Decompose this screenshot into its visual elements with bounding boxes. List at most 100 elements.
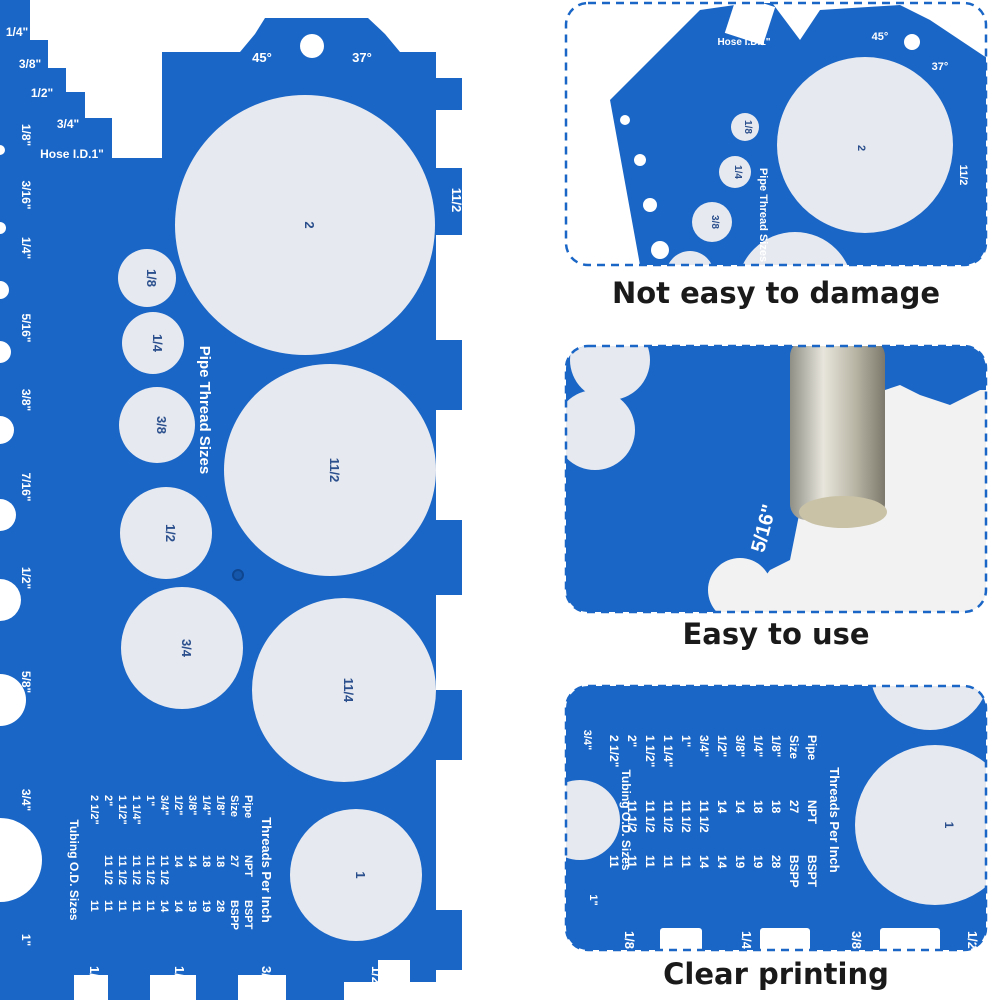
bspt-cell: BSPT [242,900,254,930]
npt-cell: 14 [172,855,184,868]
npt-cell: 11 1/2 [130,855,142,885]
hole-size-label: 1 [353,871,368,878]
bspt-cell: 14 [697,855,711,869]
hole-size-label: 1/4 [732,165,743,179]
npt-cell: 11 1/2 [661,800,675,833]
hole-size-label: 1/8 [144,269,159,287]
caption-durable: Not easy to damage [611,276,941,310]
npt-cell: 27 [228,855,240,867]
hose-size-label: 3/4" [57,117,79,131]
right-edge-size-label: 11/4 [449,448,464,473]
npt-cell: 18 [214,855,226,867]
bspt-cell: 28 [214,900,226,912]
bspt-cell: BSPT [805,855,819,888]
hole-1-1-4 [252,598,436,782]
hole-1 [290,809,422,941]
bspt-cell: 11 [625,855,639,868]
npt-cell: NPT [242,855,254,877]
hole-1-8 [118,249,176,307]
angle-37-label: 37° [352,50,372,65]
pipe-size-cell: Pipe [805,735,819,761]
hole-size-label: 3/8 [709,215,720,229]
bspt-cell: 11 [116,900,128,912]
bspt-cell: 11 [643,855,657,868]
pipe-size-cell: 2 1/2" [607,735,621,767]
left-edge-size-label: 3/4" [19,789,33,811]
pipe-size-cell: 1" [679,735,693,747]
bspt-cell: BSPP [228,900,240,930]
hole-size-label: 3/4 [179,639,194,658]
threads-per-inch-title: Threads Per Inch [259,817,274,923]
tubing-od-label: Tubing O.D. Sizes [619,769,633,870]
hole-2 [175,95,435,355]
pipe-size-cell: 2" [625,735,639,747]
bottom-size-label: 1/4 [172,966,187,985]
npt-cell: 18 [769,800,783,814]
hole-1-2 [120,487,212,579]
left-edge-size-label: 5/8" [19,671,33,693]
hole-size-label: 1 [942,822,956,829]
bspt-cell: 11 [88,900,100,912]
bspt-cell: 19 [751,855,765,869]
hole-size-label: 1/8 [742,120,753,134]
hole-size-label: 2 [855,145,867,151]
hole-size-label: 1/4 [150,334,165,353]
panel-easy-use: 5/16" [564,344,988,614]
bspt-cell: 11 [144,900,156,912]
pipe-size-cell: 2 1/2" [88,795,100,825]
tubing-od-label: Tubing O.D. Sizes [67,819,81,920]
bspt-cell: 14 [158,900,170,913]
pipe-size-cell: Size [787,735,801,759]
npt-cell: 11 1/2 [679,800,693,833]
npt-cell: 11 1/2 [102,855,114,885]
bspt-cell: BSPP [787,855,801,888]
pipe-size-cell: 3/8" [186,795,198,816]
caption-easy-use: Easy to use [682,617,870,651]
pipe-size-cell: 1 1/4" [661,735,675,767]
bottom-size-label: 1/4 [739,931,754,950]
pipe-thread-sizes-heading: Pipe Thread Sizes [196,346,213,474]
pipe-size-cell: 1/4" [751,735,765,757]
pipe-size-cell: 1 1/4" [130,795,142,825]
hose-size-label: Hose I.D.1" [40,147,104,161]
left-edge-size-label: 3/16" [19,180,33,209]
angle-45-label: 45° [872,31,889,43]
bottom-size-label: 1/8 [87,966,102,984]
gauge-holes [118,95,436,941]
right-edge-size-label: 3/4 [449,853,464,872]
left-edge-size-label: 1/2" [19,567,33,589]
bottom-size-label: 3/8 [849,931,864,949]
hole-size-label: 1/2 [163,524,178,542]
left-edge-size-label: 1/8" [19,124,33,146]
right-edge-size-label: 11/2 [449,188,464,213]
pipe-size-cell: 3/8" [733,735,747,757]
npt-cell: 18 [751,800,765,814]
bottom-size-label: 1/2 [965,931,980,949]
angle-37-label: 37° [932,61,949,73]
bspt-cell: 11 [607,855,621,868]
bspt-cell: 14 [172,900,184,913]
npt-cell: 18 [200,855,212,867]
hole-1-4 [122,312,184,374]
npt-cell: 11 1/2 [643,800,657,833]
bottom-size-label: 1/8 [622,931,637,949]
pipe-size-cell: 3/4" [158,795,170,816]
npt-cell: 11 1/2 [158,855,170,885]
hose-size-label: Hose I.D.1" [717,37,770,48]
pipe-size-cell: 3/4" [697,735,711,757]
hose-size-label: 3/8" [19,57,41,71]
npt-cell: 14 [186,855,198,868]
panel-clear-print: Threads Per InchPipeSize1/8"1/4"3/8"1/2"… [564,684,988,952]
npt-cell: 11 1/2 [697,800,711,833]
bspt-cell: 19 [186,900,198,912]
left-edge-size-label: 1" [587,894,599,905]
pipe-size-cell: 1/8" [214,795,226,816]
hole-3-8 [119,387,195,463]
left-edge-size-label: 7/16" [19,472,33,501]
npt-cell: 14 [733,800,747,814]
npt-cell: 11 1/2 [144,855,156,885]
left-edge-size-label: 3/4" [581,730,593,751]
left-edge-notches [0,145,42,902]
